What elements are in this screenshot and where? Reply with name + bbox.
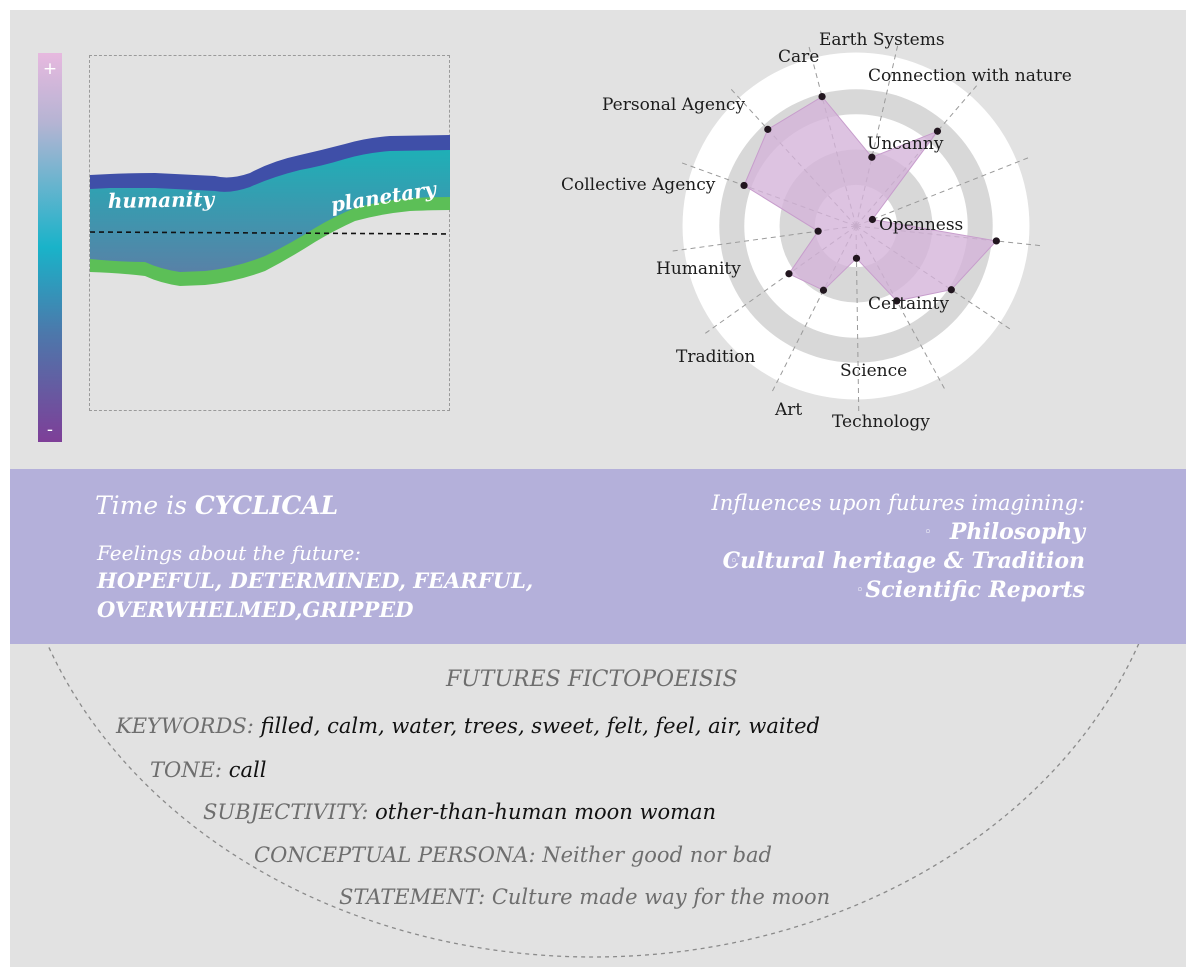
baseline-dashed-line xyxy=(89,231,451,235)
subjectivity-line: SUBJECTIVITY: other-than-human moon woma… xyxy=(203,800,716,824)
radar-axis-label: Connection with nature xyxy=(868,66,1072,86)
bullet-1: ◦ xyxy=(924,525,932,540)
influence-item-3: Scientific Reports xyxy=(865,577,1085,603)
radar-axis-label: Uncanny xyxy=(867,134,944,154)
statement-line: STATEMENT: Culture made way for the moon xyxy=(339,885,830,909)
radar-spoke xyxy=(855,157,1029,227)
influences-label: Influences upon futures imagining: xyxy=(711,491,1085,515)
radar-point xyxy=(868,153,876,161)
tone-line: TONE: call xyxy=(150,758,266,782)
radar-axis-label: Care xyxy=(778,47,819,67)
persona-label: CONCEPTUAL PERSONA: xyxy=(254,843,536,867)
time-value: CYCLICAL xyxy=(194,491,339,520)
radar-axis-label: Art xyxy=(774,400,802,420)
time-prefix: Time is xyxy=(95,491,195,520)
radar-point xyxy=(852,254,861,262)
subjectivity-value: other-than-human moon woman xyxy=(375,800,717,824)
radar-axis-label: Collective Agency xyxy=(561,175,716,195)
feelings-line-2: OVERWHELMED,GRIPPED xyxy=(97,597,414,622)
radar-point xyxy=(818,93,826,101)
radar-axis-label: Science xyxy=(840,361,907,381)
band-chart: humanity planetary xyxy=(89,135,451,286)
radar-point xyxy=(814,227,822,235)
subjectivity-label: SUBJECTIVITY: xyxy=(203,800,369,824)
band-chart-frame xyxy=(89,55,450,411)
radar-point xyxy=(893,297,901,305)
radar-axis-label: Certainty xyxy=(868,294,949,314)
bullet-3: ◦ xyxy=(856,583,864,598)
feelings-line-1: HOPEFUL, DETERMINED, FEARFUL, xyxy=(97,568,534,593)
persona-line: CONCEPTUAL PERSONA: Neither good nor bad xyxy=(254,843,772,867)
scale-plus-label: + xyxy=(42,59,58,79)
time-statement: Time is CYCLICAL xyxy=(95,491,338,520)
radar-point xyxy=(819,286,828,294)
influence-item-2: Cultural heritage & Tradition xyxy=(722,548,1085,574)
band-lower-edge xyxy=(90,197,450,286)
radar-point xyxy=(933,127,942,135)
radar-point xyxy=(785,270,793,278)
feelings-label: Feelings about the future: xyxy=(97,541,362,565)
radar-axis-label: Personal Agency xyxy=(602,95,745,115)
radar-axis-label: Earth Systems xyxy=(819,30,945,50)
radar-point xyxy=(947,286,955,294)
band-upper-edge xyxy=(90,135,450,192)
influence-item-1: Philosophy xyxy=(949,519,1085,545)
radar-series-area xyxy=(743,95,998,302)
bullet-2: ◦ xyxy=(730,554,738,569)
gradient-scale-bar: + - xyxy=(38,53,62,442)
radar-axis-label: Tradition xyxy=(676,347,755,367)
radar-axis-label: Technology xyxy=(832,412,930,432)
tone-value: call xyxy=(228,758,267,782)
scale-minus-label: - xyxy=(46,420,54,440)
statement-value: Culture made way for the moon xyxy=(491,885,831,909)
tone-label: TONE: xyxy=(150,758,223,782)
keywords-line: KEYWORDS: filled, calm, water, trees, sw… xyxy=(116,714,820,738)
radar-point xyxy=(992,237,1000,245)
keywords-value: filled, calm, water, trees, sweet, felt,… xyxy=(260,714,820,738)
statement-label: STATEMENT: xyxy=(339,885,486,909)
radar-axis-label: Openness xyxy=(879,215,963,235)
radar-point xyxy=(764,125,772,133)
keywords-label: KEYWORDS: xyxy=(116,714,254,738)
humanity-label: humanity xyxy=(108,187,216,213)
radar-point xyxy=(868,215,876,224)
band-fill xyxy=(90,141,450,278)
dashed-arc xyxy=(10,476,1176,958)
radar-axis-label: Humanity xyxy=(656,259,741,279)
info-band: Time is CYCLICAL Feelings about the futu… xyxy=(10,469,1186,644)
radar-point xyxy=(740,181,748,190)
persona-value: Neither good nor bad xyxy=(542,843,772,867)
fictopoeisis-title: FUTURES FICTOPOEISIS xyxy=(446,667,738,692)
